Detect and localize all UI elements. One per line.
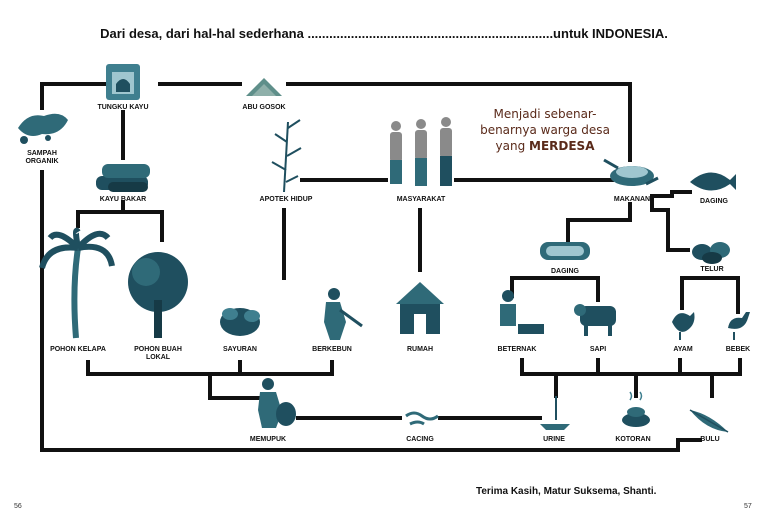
label-pohon-buah-lokal-line-2: LOKAL [145, 354, 171, 361]
label-cacing: CACING [406, 436, 434, 443]
memupuk-icon [258, 378, 296, 428]
bebek-icon [728, 312, 750, 340]
sayuran-icon [220, 308, 260, 336]
label-daging-top: DAGING [700, 198, 728, 205]
cacing-icon [405, 411, 439, 426]
daging-meat-icon [540, 242, 590, 260]
page-number-right: 57 [744, 503, 752, 510]
sapi-icon [574, 304, 616, 336]
page-number-left: 56 [14, 503, 22, 510]
pohon-buah-lokal-icon [128, 252, 188, 338]
motto-text: Menjadi sebenar- benarnya warga desa yan… [470, 106, 620, 154]
line-makanan-daging [650, 190, 692, 198]
sampah-organik-icon [18, 113, 68, 144]
label-sampah-organik-line-1: SAMPAH [27, 150, 57, 157]
line-makanan-telur [650, 194, 690, 252]
berkebun-icon [324, 288, 363, 340]
line-animals-bracket [520, 358, 742, 376]
label-memupuk: MEMUPUK [249, 436, 287, 443]
label-pohon-buah-lokal: POHON BUAH LOKAL [113, 346, 203, 362]
label-rumah: RUMAH [406, 346, 434, 353]
telur-icon [692, 242, 730, 264]
motto-line-3-bold: MERDESA [529, 139, 595, 153]
label-apotek-hidup: APOTEK HIDUP [259, 196, 313, 203]
line-abu-makanan [286, 82, 632, 162]
label-kotoran: KOTORAN [615, 436, 651, 443]
abu-gosok-icon [246, 78, 282, 96]
label-pohon-kelapa: POHON KELAPA [50, 346, 106, 353]
connector-lines [40, 82, 742, 452]
apotek-hidup-icon [271, 119, 302, 193]
label-berkebun: BERKEBUN [312, 346, 352, 353]
motto-line-3: yang MERDESA [470, 138, 620, 154]
label-tungku-kayu: TUNGKU KAYU [97, 104, 149, 111]
daging-fish-icon [690, 172, 736, 191]
line-sampah-bottom [40, 170, 702, 452]
label-pohon-buah-lokal-line-1: POHON BUAH [134, 346, 182, 353]
label-beternak: BETERNAK [497, 346, 537, 353]
line-telur-birds [680, 276, 740, 314]
bulu-icon [689, 409, 729, 433]
label-sayuran: SAYURAN [223, 346, 257, 353]
label-sapi: SAPI [589, 346, 607, 353]
masyarakat-icon [390, 117, 452, 186]
line-daging-animals [510, 276, 600, 302]
label-makanan: MAKANAN [613, 196, 651, 203]
label-ayam: AYAM [673, 346, 693, 353]
ayam-icon [672, 312, 695, 340]
label-sampah-organik-line-2: ORGANIK [25, 158, 59, 165]
label-bebek: BEBEK [725, 346, 751, 353]
kayu-bakar-icon [96, 164, 150, 192]
label-daging-mid: DAGING [551, 268, 579, 275]
label-abu-gosok: ABU GOSOK [242, 104, 286, 111]
label-bulu: BULU [700, 436, 720, 443]
beternak-icon [500, 290, 544, 334]
motto-line-2: benarnya warga desa [480, 123, 610, 137]
makanan-icon [603, 158, 659, 186]
motto-line-1: Menjadi sebenar- [493, 107, 597, 121]
rumah-icon [396, 282, 444, 334]
label-telur: TELUR [700, 266, 724, 273]
motto-line-3-prefix: yang [495, 139, 530, 153]
label-kayu-bakar: KAYU BAKAR [99, 196, 147, 203]
line-top-loop [40, 82, 106, 110]
tungku-kayu-icon [106, 64, 140, 100]
line-makanan-left [566, 202, 632, 242]
pohon-kelapa-icon [39, 227, 115, 339]
label-masyarakat: MASYARAKAT [396, 196, 446, 203]
urine-icon [540, 396, 570, 430]
label-sampah-organik: SAMPAH ORGANIK [0, 150, 87, 166]
page-title: Dari desa, dari hal-hal sederhana ......… [100, 26, 668, 41]
footer-thanks: Terima Kasih, Matur Suksema, Shanti. [476, 486, 657, 497]
label-urine: URINE [543, 436, 565, 443]
kotoran-icon [622, 391, 650, 427]
line-kayubakar-trees [76, 210, 164, 242]
